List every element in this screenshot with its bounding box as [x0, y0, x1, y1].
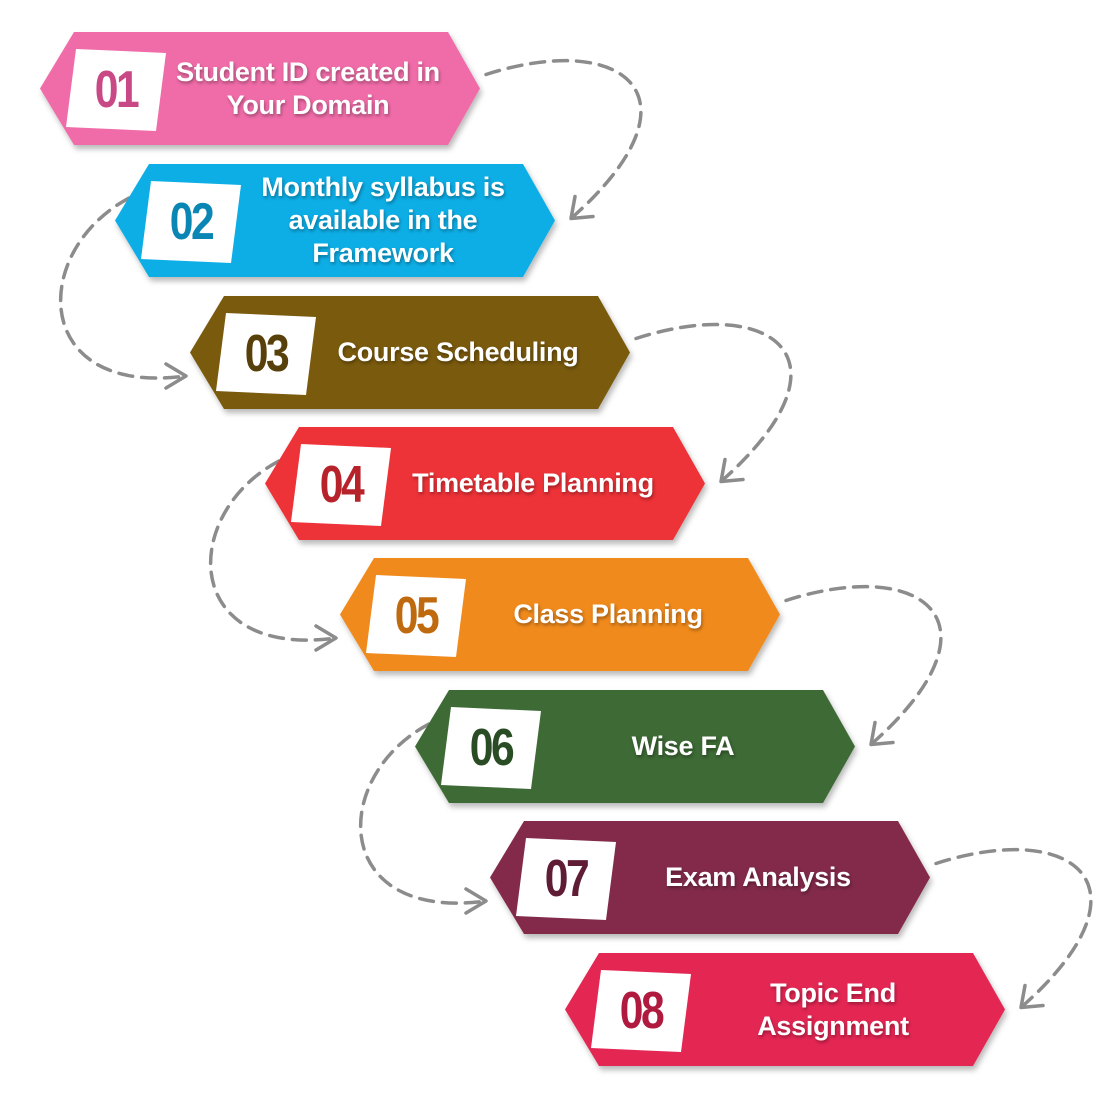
step-label: Wise FA	[543, 690, 823, 803]
step-label-line: Student ID created in	[176, 56, 440, 87]
step-number: 06	[469, 719, 515, 777]
step-label-line: Framework	[312, 238, 454, 268]
step-number: 03	[244, 325, 290, 383]
number-badge	[516, 838, 616, 920]
step-number: 05	[394, 587, 440, 645]
connector-6	[934, 848, 1093, 1010]
step-05	[340, 558, 780, 671]
step-number: 02	[169, 193, 215, 251]
number-badge	[366, 575, 466, 657]
arrowhead-3	[314, 624, 338, 652]
step-label-line: Topic End	[770, 977, 896, 1008]
step-number: 07	[544, 850, 590, 908]
connector-0	[484, 59, 643, 221]
arrowhead-6	[1019, 983, 1045, 1010]
step-label-line: Your Domain	[226, 89, 390, 120]
step-label: Course Scheduling	[318, 296, 598, 409]
step-label-line: Course Scheduling	[337, 337, 579, 367]
arrowhead-0	[569, 194, 595, 221]
step-01	[40, 32, 480, 145]
step-label: Timetable Planning	[393, 427, 673, 540]
number-badge	[441, 707, 541, 789]
step-08	[565, 953, 1005, 1066]
step-label: Exam Analysis	[618, 821, 898, 934]
step-label-line: Wise FA	[631, 731, 735, 761]
connector-4	[784, 585, 943, 747]
arrowhead-2	[719, 457, 745, 484]
step-label-line: available in the	[288, 205, 478, 235]
number-badge	[141, 181, 241, 263]
arrowhead-1	[164, 362, 188, 390]
step-04	[265, 427, 705, 540]
arrowhead-5	[464, 887, 488, 915]
arrowhead-4	[869, 720, 895, 747]
number-badge	[66, 49, 166, 131]
step-label: Class Planning	[468, 558, 748, 671]
step-label-line: Timetable Planning	[412, 468, 654, 498]
step-number: 04	[319, 456, 365, 514]
step-label-line: Class Planning	[513, 599, 703, 629]
step-02	[115, 164, 555, 277]
step-label-line: Assignment	[757, 1010, 909, 1041]
number-badge	[591, 970, 691, 1052]
step-number: 01	[94, 61, 140, 119]
step-label-line: Exam Analysis	[665, 862, 851, 892]
connector-2	[634, 322, 793, 484]
step-number: 08	[619, 982, 665, 1040]
step-06	[415, 690, 855, 803]
step-label-line: Monthly syllabus is	[261, 172, 505, 202]
number-badge	[216, 313, 316, 395]
step-07	[490, 821, 930, 934]
number-badge	[291, 444, 391, 526]
step-03	[190, 296, 630, 409]
